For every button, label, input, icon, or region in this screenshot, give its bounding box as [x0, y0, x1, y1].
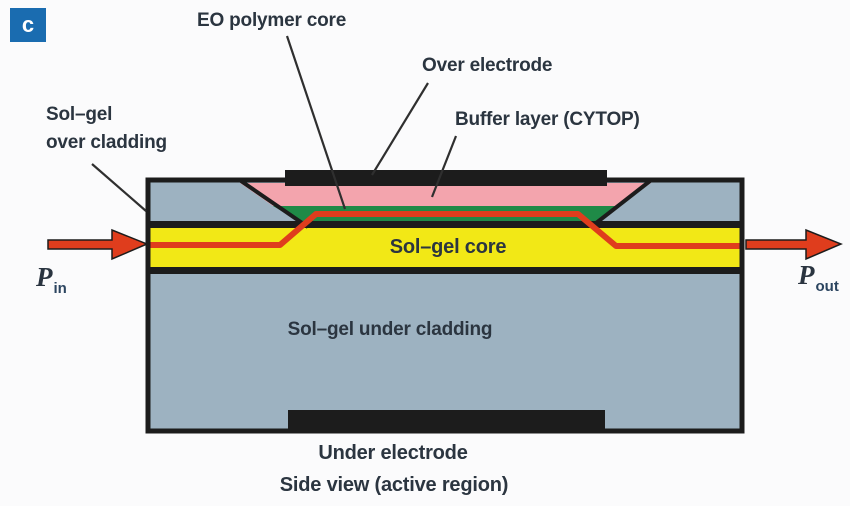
- under-electrode-shape: [288, 410, 605, 429]
- p-in-symbol: P: [36, 262, 53, 292]
- buffer-layer-shape: [240, 183, 651, 206]
- light-path-trace: [148, 211, 742, 249]
- right-taper-boundary: [589, 179, 652, 229]
- label-eo-polymer-core: EO polymer core: [197, 10, 347, 31]
- label-solgel-core: Sol–gel core: [389, 236, 507, 258]
- p-out-subscript: out: [815, 278, 839, 295]
- p-in-subscript: in: [53, 280, 67, 297]
- label-solgel-over-cladding: Sol–gel over cladding: [46, 101, 167, 156]
- label-under-electrode: Under electrode: [318, 442, 468, 464]
- left-taper-boundary: [239, 179, 310, 229]
- core-bottom-boundary-line: [148, 267, 742, 274]
- p-out-symbol: P: [798, 260, 815, 290]
- label-solgel-over-cladding-line2: over cladding: [46, 131, 167, 153]
- leader-over-electrode: [371, 82, 429, 176]
- leader-solgel-over-cladding: [91, 163, 147, 212]
- label-buffer-layer: Buffer layer (CYTOP): [455, 109, 640, 130]
- leader-eo-polymer-core: [285, 35, 347, 210]
- label-over-electrode: Over electrode: [422, 55, 553, 76]
- core-top-boundary-line: [148, 221, 742, 228]
- input-arrow-icon: [47, 228, 149, 261]
- output-arrow-icon: [745, 228, 843, 261]
- p-out-label: Pout: [798, 260, 839, 295]
- p-in-label: Pin: [36, 262, 67, 297]
- panel-letter-badge: c: [10, 8, 46, 42]
- device-outline: [145, 177, 745, 434]
- caption-side-view: Side view (active region): [279, 474, 509, 496]
- label-solgel-over-cladding-line1: Sol–gel: [46, 104, 113, 125]
- label-solgel-under-cladding: Sol–gel under cladding: [287, 319, 493, 340]
- leader-buffer-layer: [430, 135, 458, 198]
